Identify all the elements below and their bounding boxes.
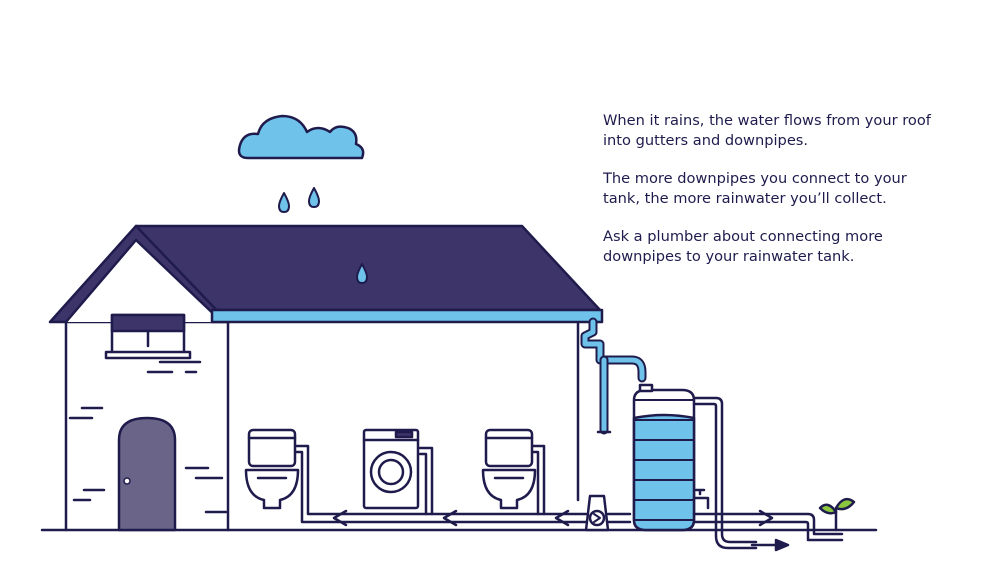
window-icon [104,313,192,360]
pump-icon [584,494,610,532]
downpipe [580,317,647,435]
plant-icon [818,497,856,532]
cloud-icon [237,114,365,160]
washing-machine-icon [362,428,420,510]
arrow-icon [442,509,458,527]
arrow-icon [750,538,790,552]
toilet-icon [481,428,537,510]
arrow-icon [758,509,774,527]
garden-pipe [692,512,844,542]
rainwater-tank-icon [632,383,758,550]
raindrop-icon [278,192,290,213]
info-paragraph-ask-plumber: Ask a plumber about connecting more down… [603,228,883,265]
arrow-icon [554,509,570,527]
tank-pipes [606,512,632,524]
raindrop-icon [308,187,320,208]
toilet-icon [244,428,300,510]
raindrop-icon [356,263,368,284]
brick-marks [68,360,228,514]
gutter [210,308,604,324]
door-icon [117,416,177,532]
tap-icon [692,488,710,510]
info-paragraph-more-downpipes: The more downpipes you connect to your t… [603,170,907,207]
arrow-icon [332,509,348,527]
house-pipes [292,444,588,524]
info-text: When it rains, the water flows from your… [603,111,943,285]
info-paragraph-rain-flow: When it rains, the water flows from your… [603,112,931,149]
house-icon [48,224,604,532]
